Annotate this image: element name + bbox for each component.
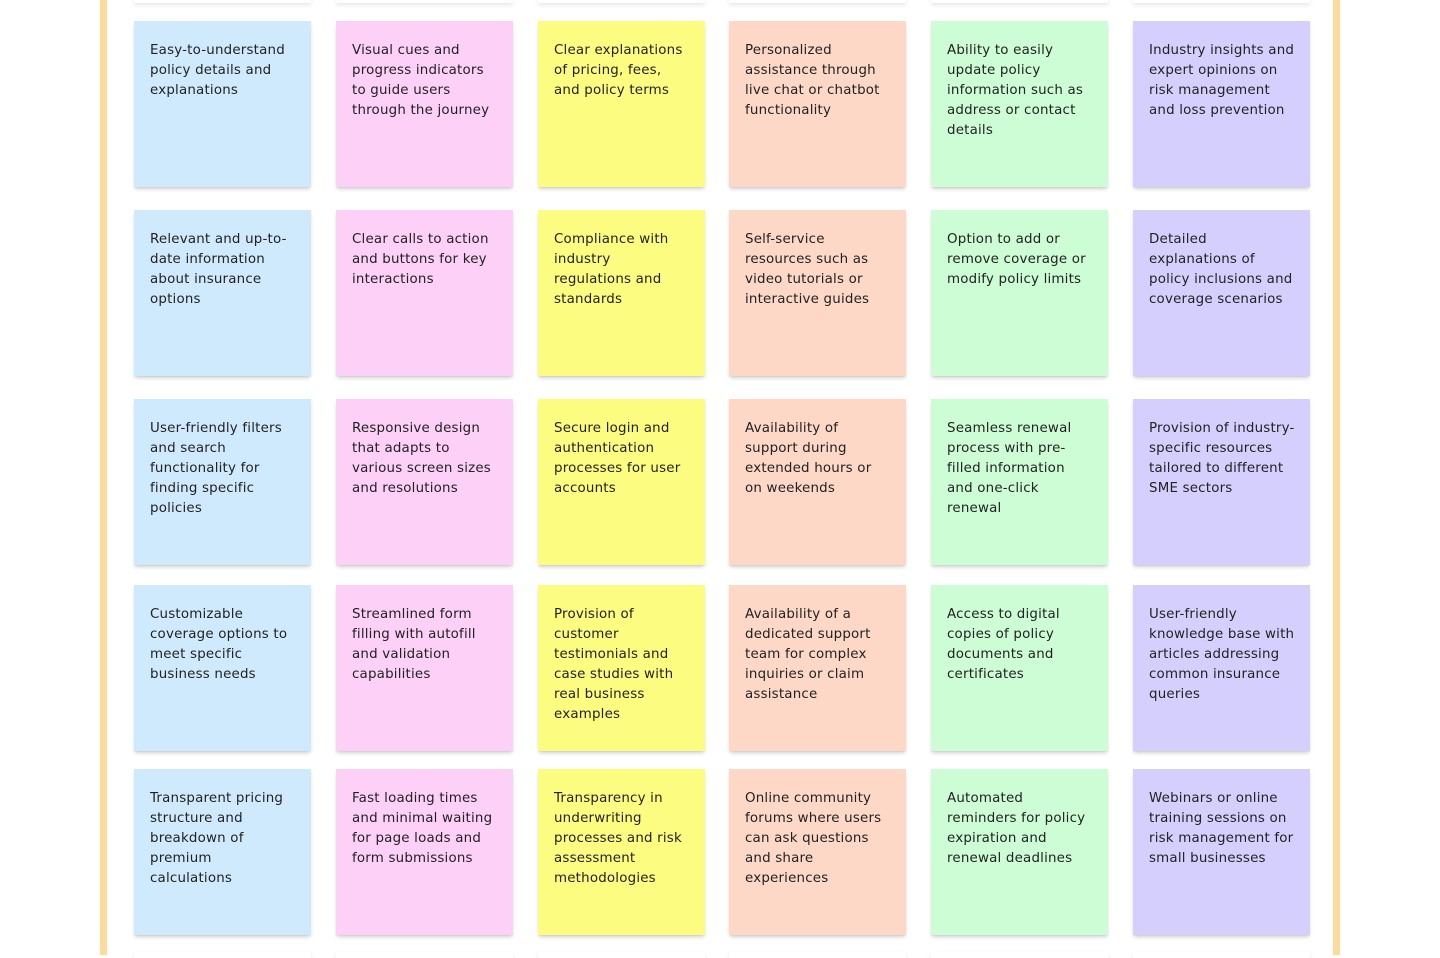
partial-note-edge xyxy=(336,0,513,3)
partial-note-edge xyxy=(134,0,311,3)
sticky-note-text: Clear calls to action and buttons for ke… xyxy=(352,232,489,287)
partial-note-edge xyxy=(1133,0,1310,3)
sticky-note[interactable]: Availability of support during extended … xyxy=(729,399,906,565)
sticky-note[interactable]: User-friendly filters and search functio… xyxy=(134,399,311,565)
sticky-note-text: Provision of industry-specific resources… xyxy=(1149,421,1295,496)
sticky-note[interactable]: Streamlined form filling with autofill a… xyxy=(336,585,513,751)
sticky-note[interactable]: Customizable coverage options to meet sp… xyxy=(134,585,311,751)
sticky-note-text: Customizable coverage options to meet sp… xyxy=(150,607,288,682)
sticky-note[interactable]: Provision of customer testimonials and c… xyxy=(538,585,705,751)
sticky-note-text: Secure login and authentication processe… xyxy=(554,421,681,496)
sticky-note-text: Fast loading times and minimal waiting f… xyxy=(352,791,493,866)
sticky-note[interactable]: Fast loading times and minimal waiting f… xyxy=(336,769,513,935)
sticky-note[interactable]: Availability of a dedicated support team… xyxy=(729,585,906,751)
sticky-note-text: Transparency in underwriting processes a… xyxy=(554,791,682,886)
sticky-note[interactable]: Visual cues and progress indicators to g… xyxy=(336,21,513,187)
sticky-note[interactable]: Clear calls to action and buttons for ke… xyxy=(336,210,513,376)
partial-note-edge xyxy=(538,0,705,3)
partial-note-edge xyxy=(729,0,906,3)
sticky-note[interactable]: Detailed explanations of policy inclusio… xyxy=(1133,210,1310,376)
partial-note-edge xyxy=(538,952,705,958)
sticky-note[interactable]: User-friendly knowledge base with articl… xyxy=(1133,585,1310,751)
sticky-note-text: Provision of customer testimonials and c… xyxy=(554,607,674,722)
sticky-note[interactable]: Responsive design that adapts to various… xyxy=(336,399,513,565)
sticky-note[interactable]: Webinars or online training sessions on … xyxy=(1133,769,1310,935)
sticky-note-text: Responsive design that adapts to various… xyxy=(352,421,491,496)
sticky-note-text: Availability of support during extended … xyxy=(745,421,872,496)
sticky-note[interactable]: Industry insights and expert opinions on… xyxy=(1133,21,1310,187)
sticky-note[interactable]: Relevant and up-to-date information abou… xyxy=(134,210,311,376)
sticky-note[interactable]: Clear explanations of pricing, fees, and… xyxy=(538,21,705,187)
partial-note-edge xyxy=(729,952,906,958)
sticky-note-text: Ability to easily update policy informat… xyxy=(947,43,1084,138)
sticky-note[interactable]: Provision of industry-specific resources… xyxy=(1133,399,1310,565)
sticky-note-text: Webinars or online training sessions on … xyxy=(1149,791,1294,866)
sticky-note-text: Self-service resources such as video tut… xyxy=(745,232,870,307)
sticky-note-text: Visual cues and progress indicators to g… xyxy=(352,43,490,118)
sticky-note-text: User-friendly knowledge base with articl… xyxy=(1149,607,1295,702)
sticky-note[interactable]: Easy-to-understand policy details and ex… xyxy=(134,21,311,187)
sticky-note-text: Industry insights and expert opinions on… xyxy=(1149,43,1295,118)
partial-note-edge xyxy=(931,952,1108,958)
sticky-note-text: Option to add or remove coverage or modi… xyxy=(947,232,1086,287)
sticky-note-text: User-friendly filters and search functio… xyxy=(150,421,282,516)
sticky-note-text: Streamlined form filling with autofill a… xyxy=(352,607,476,682)
sticky-note[interactable]: Seamless renewal process with pre-filled… xyxy=(931,399,1108,565)
partial-note-edge xyxy=(1133,952,1310,958)
sticky-note-text: Availability of a dedicated support team… xyxy=(745,607,871,702)
sticky-note-text: Automated reminders for policy expiratio… xyxy=(947,791,1086,866)
sticky-note-text: Compliance with industry regulations and… xyxy=(554,232,669,307)
sticky-note[interactable]: Ability to easily update policy informat… xyxy=(931,21,1108,187)
sticky-note[interactable]: Transparent pricing structure and breakd… xyxy=(134,769,311,935)
sticky-note[interactable]: Online community forums where users can … xyxy=(729,769,906,935)
sticky-note[interactable]: Transparency in underwriting processes a… xyxy=(538,769,705,935)
sticky-note[interactable]: Personalized assistance through live cha… xyxy=(729,21,906,187)
sticky-note[interactable]: Access to digital copies of policy docum… xyxy=(931,585,1108,751)
sticky-note[interactable]: Secure login and authentication processe… xyxy=(538,399,705,565)
sticky-note-text: Relevant and up-to-date information abou… xyxy=(150,232,287,307)
partial-note-edge xyxy=(336,952,513,958)
sticky-note-text: Detailed explanations of policy inclusio… xyxy=(1149,232,1293,307)
sticky-note[interactable]: Compliance with industry regulations and… xyxy=(538,210,705,376)
sticky-note-text: Personalized assistance through live cha… xyxy=(745,43,880,118)
sticky-note[interactable]: Option to add or remove coverage or modi… xyxy=(931,210,1108,376)
sticky-note-text: Seamless renewal process with pre-filled… xyxy=(947,421,1072,516)
sticky-note-text: Access to digital copies of policy docum… xyxy=(947,607,1060,682)
sticky-note-text: Online community forums where users can … xyxy=(745,791,882,886)
partial-note-edge xyxy=(931,0,1108,3)
sticky-note-text: Transparent pricing structure and breakd… xyxy=(150,791,284,886)
sticky-note-text: Easy-to-understand policy details and ex… xyxy=(150,43,285,98)
partial-note-edge xyxy=(134,952,311,958)
sticky-note[interactable]: Automated reminders for policy expiratio… xyxy=(931,769,1108,935)
sticky-note[interactable]: Self-service resources such as video tut… xyxy=(729,210,906,376)
sticky-note-text: Clear explanations of pricing, fees, and… xyxy=(554,43,683,98)
